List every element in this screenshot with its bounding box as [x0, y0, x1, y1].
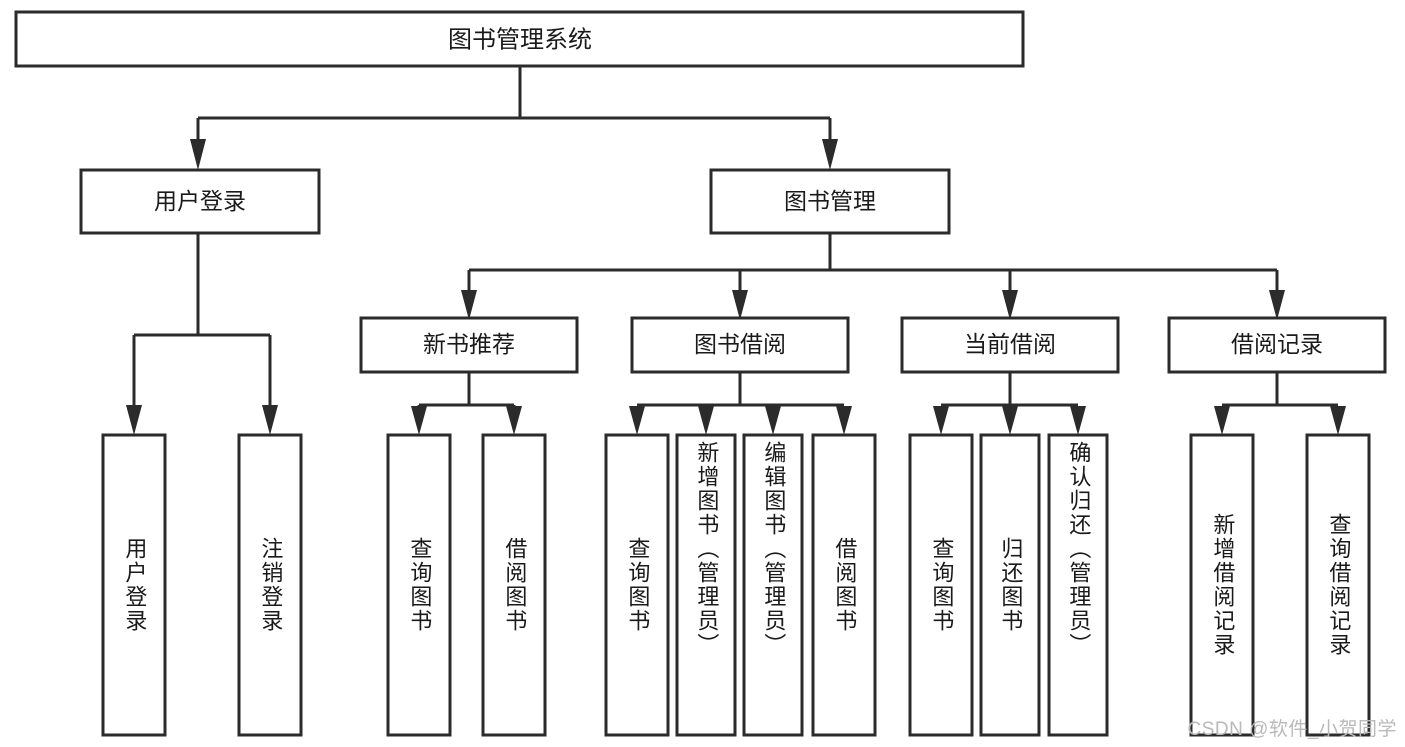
- arrow-head-new-book-rec: [461, 290, 477, 320]
- arrow-head-cb-leaf-3: [1070, 406, 1086, 435]
- node-current-borrow[interactable]: 当前借阅: [900, 316, 1120, 374]
- node-book-manage-label: 图书管理: [784, 188, 876, 214]
- node-user-login-label: 用户登录: [154, 188, 246, 214]
- arrow-head-leaf-logout: [262, 405, 278, 435]
- leaf-box-br-add-record[interactable]: [1189, 433, 1255, 737]
- node-book-borrow[interactable]: 图书借阅: [630, 316, 850, 374]
- leaf-box-nbr-borrow-book[interactable]: [481, 433, 547, 737]
- node-borrow-record-box[interactable]: [1167, 316, 1387, 374]
- node-borrow-record-label: 借阅记录: [1231, 331, 1323, 357]
- leaf-box-bb-query-book[interactable]: [604, 433, 670, 737]
- arrow-head-bb-leaf-1: [629, 406, 645, 435]
- edges-layer: [126, 66, 1346, 435]
- arrow-head-bb-leaf-4: [836, 406, 852, 435]
- node-current-borrow-label: 当前借阅: [964, 331, 1056, 357]
- node-user-login[interactable]: 用户登录: [79, 168, 321, 235]
- leaf-box-user-login[interactable]: [101, 433, 167, 737]
- arrow-head-br-leaf-2: [1330, 406, 1346, 435]
- node-book-manage-box[interactable]: [709, 168, 951, 235]
- node-current-borrow-box[interactable]: [900, 316, 1120, 374]
- leaf-box-bb-borrow-book[interactable]: [811, 433, 877, 737]
- node-new-book-recommend[interactable]: 新书推荐: [359, 316, 579, 374]
- node-book-borrow-label: 图书借阅: [694, 331, 786, 357]
- arrow-head-nbr-leaf-2: [506, 406, 522, 435]
- arrow-head-borrow-record: [1269, 290, 1285, 320]
- arrow-head-bb-leaf-3: [765, 406, 781, 435]
- node-user-login-box[interactable]: [79, 168, 321, 235]
- node-book-borrow-box[interactable]: [630, 316, 850, 374]
- node-new-book-recommend-box[interactable]: [359, 316, 579, 374]
- leaf-box-bb-edit-book-admin[interactable]: [742, 433, 804, 737]
- leaf-box-logout[interactable]: [237, 433, 303, 737]
- node-new-book-recommend-label: 新书推荐: [423, 331, 515, 357]
- arrow-head-user-login: [190, 139, 206, 170]
- node-borrow-record[interactable]: 借阅记录: [1167, 316, 1387, 374]
- leaf-box-cb-query-book[interactable]: [908, 433, 974, 737]
- arrow-head-cb-leaf-1: [933, 406, 949, 435]
- watermark-text: CSDN @软件_小贺同学: [1187, 719, 1397, 740]
- arrow-head-br-leaf-1: [1214, 406, 1230, 435]
- leaf-box-bb-add-book-admin[interactable]: [675, 433, 737, 737]
- node-root[interactable]: 图书管理系统: [14, 10, 1025, 68]
- leaf-box-nbr-query-book[interactable]: [386, 433, 452, 737]
- arrow-head-current-borrow: [1002, 290, 1018, 320]
- leaf-box-br-query-record[interactable]: [1305, 433, 1371, 737]
- leaf-box-cb-confirm-return-admin[interactable]: [1047, 433, 1109, 737]
- arrow-head-book-borrow: [732, 290, 748, 320]
- arrow-head-nbr-leaf-1: [411, 406, 427, 435]
- nodes-layer: 图书管理系统 用户登录 图书管理 新书推荐 图书借阅 当前: [14, 10, 1387, 737]
- node-book-manage[interactable]: 图书管理: [709, 168, 951, 235]
- arrow-head-bb-leaf-2: [698, 406, 714, 435]
- arrow-head-book-manage: [822, 139, 838, 170]
- node-root-box[interactable]: [14, 10, 1025, 68]
- arrow-head-leaf-user-login: [126, 405, 142, 435]
- leaf-box-cb-return-book[interactable]: [979, 433, 1041, 737]
- arrow-head-cb-leaf-2: [1002, 406, 1018, 435]
- node-root-label: 图书管理系统: [448, 26, 592, 53]
